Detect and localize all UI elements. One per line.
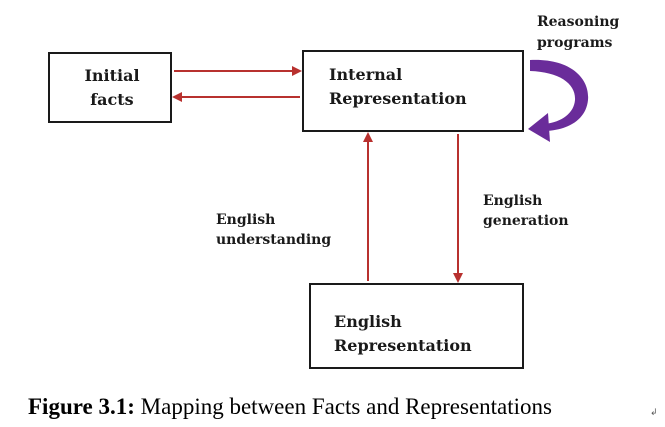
initial-facts-label-line1: Initial <box>84 66 140 85</box>
internal-representation-label-line2: Representation <box>329 89 467 108</box>
initial-facts-label-line2: facts <box>90 90 134 109</box>
figure-caption: Figure 3.1: Mapping between Facts and Re… <box>28 393 552 421</box>
reasoning-programs-label-line1: Reasoning <box>537 14 620 30</box>
english-understanding-label-line1: English <box>216 212 276 228</box>
english-generation-label-line1: English <box>483 193 543 209</box>
english-understanding-label-line2: understanding <box>216 232 332 248</box>
english-representation-label-line1: English <box>334 312 402 331</box>
english-representation-label-line2: Representation <box>334 336 472 355</box>
english-generation-label-line2: generation <box>483 213 569 229</box>
internal-representation-box <box>302 50 524 132</box>
reasoning-programs-label-line2: programs <box>537 35 613 51</box>
reasoning-loop-arrow <box>528 59 589 142</box>
internal-representation-label-line1: Internal <box>329 65 403 84</box>
initial-facts-box <box>48 52 172 123</box>
english-representation-box <box>309 283 524 369</box>
figure-caption-prefix: Figure 3.1: <box>28 394 135 419</box>
paragraph-mark-icon: ↲ <box>650 408 658 418</box>
figure-caption-text: Mapping between Facts and Representation… <box>134 394 552 419</box>
